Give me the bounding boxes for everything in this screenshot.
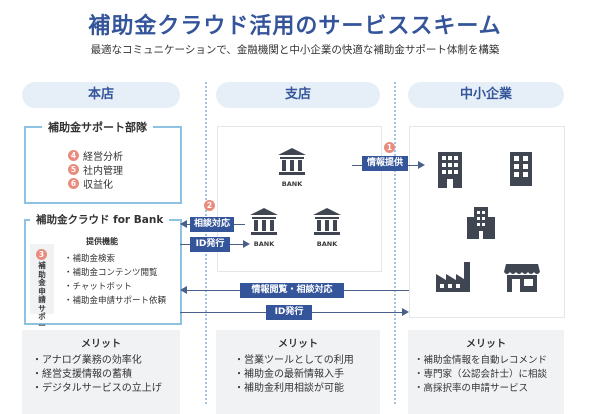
list-item: ・補助金利用相談が可能: [234, 383, 344, 394]
list-item: ・補助金の最新情報入手: [234, 369, 344, 380]
merit-title: メリット: [81, 339, 121, 350]
bank-icon: BANK: [248, 206, 280, 248]
column-header-shiten: 支店: [216, 82, 380, 108]
store-icon: [504, 264, 540, 292]
flow-label-browse: 情報閲覧・相談対応: [240, 283, 344, 298]
support-dept-panel: [24, 126, 182, 204]
merit-title: メリット: [278, 339, 318, 350]
list-item: ・専門家（公認会計士）に相談: [414, 369, 548, 380]
support-dept-title: 補助金サポート部隊: [42, 119, 153, 135]
company-building-icon: [467, 207, 495, 239]
bank-icon: BANK: [276, 146, 308, 188]
flow-label-id2: ID発行: [266, 305, 312, 320]
features-list: ・補助金検索 ・補助金コンテンツ閲覧 ・チャットボット ・補助金申請サポート依頼: [64, 252, 166, 308]
office-building-icon: [438, 152, 462, 188]
item-label: 経営分析: [83, 151, 123, 163]
list-item: ・補助金検索: [64, 254, 116, 264]
step-badge: 2: [204, 200, 215, 211]
list-item: ・補助金コンテンツ閲覧: [64, 268, 158, 278]
list-item: ・営業ツールとしての利用: [234, 355, 354, 366]
office-building-icon: [510, 152, 532, 186]
support-dept-list: 4 経営分析 5 社内管理 6 収益化: [68, 148, 123, 191]
cloud-title: 補助金クラウド for Bank: [30, 212, 170, 227]
list-item: ・補助金情報を自動レコメンド: [414, 355, 548, 366]
list-item: 5 社内管理: [68, 162, 123, 177]
bank-label: BANK: [316, 240, 338, 248]
merit-box-shiten: メリット ・営業ツールとしての利用 ・補助金の最新情報入手 ・補助金利用相談が可…: [216, 330, 380, 414]
list-item: ・アナログ業務の効率化: [32, 355, 142, 366]
step-badge: 6: [68, 177, 79, 189]
bank-icon: BANK: [311, 206, 343, 248]
arrow-head-icon: [180, 286, 187, 294]
arrow-head-icon: [243, 240, 250, 248]
column-divider: [394, 82, 396, 404]
merit-box-honten: メリット ・アナログ業務の効率化 ・経営支援情報の蓄積 ・デジタルサービスの立上…: [22, 330, 180, 414]
list-item: 4 経営分析: [68, 148, 123, 163]
item-label: 収益化: [83, 179, 113, 191]
list-item: ・高採択率の申請サービス: [414, 383, 529, 394]
factory-icon: [436, 262, 470, 292]
bank-label: BANK: [281, 180, 303, 188]
step-badge: 5: [68, 163, 79, 175]
merit-box-chusho: メリット ・補助金情報を自動レコメンド ・専門家（公認会計士）に相談 ・高採択率…: [408, 330, 564, 414]
arrow-head-icon: [402, 308, 409, 316]
list-item: 6 収益化: [68, 176, 123, 191]
step-badge: 3: [36, 249, 47, 260]
arrow-head-icon: [180, 220, 187, 228]
bank-label: BANK: [253, 240, 275, 248]
item-label: 社内管理: [83, 165, 123, 177]
page-title: 補助金クラウド活用のサービススキーム: [88, 14, 502, 39]
list-item: ・チャットボット: [64, 282, 132, 292]
flow-label-info: 情報提供: [362, 156, 408, 171]
step-badge: 1: [384, 142, 395, 153]
step-badge: 4: [68, 149, 79, 161]
merit-title: メリット: [466, 339, 506, 350]
page-subtitle: 最適なコミュニケーションで、金融機関と中小企業の快適な補助金サポート体制を構築: [90, 44, 500, 56]
list-item: ・経営支援情報の蓄積: [32, 369, 132, 380]
arrow-head-icon: [418, 161, 425, 169]
side-support-label: 補助金申請サポート: [38, 261, 46, 337]
flow-label-id: ID発行: [190, 237, 230, 252]
column-header-chusho: 中小企業: [408, 82, 564, 108]
flow-label-consult: 相談対応: [190, 217, 234, 232]
features-title: 提供機能: [86, 237, 118, 246]
column-header-honten: 本店: [22, 82, 180, 108]
list-item: ・デジタルサービスの立上げ: [32, 383, 162, 394]
list-item: ・補助金申請サポート依頼: [64, 296, 167, 306]
